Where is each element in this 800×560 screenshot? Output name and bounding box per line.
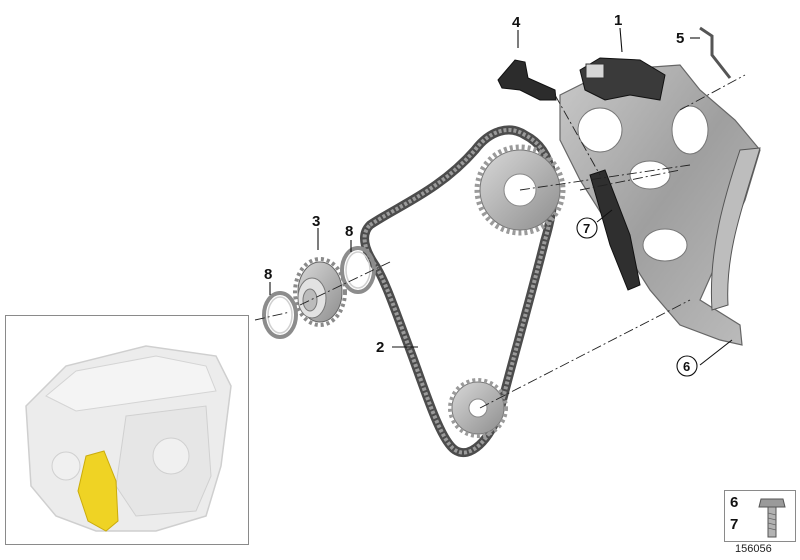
callout-7: 7	[583, 221, 590, 236]
diagram-id: 156056	[735, 543, 772, 555]
leader-lines	[269, 27, 733, 366]
timing-chain	[360, 125, 558, 457]
callout-5: 5	[676, 30, 684, 47]
assembly-axis-lines	[254, 74, 746, 409]
callout-4: 4	[512, 14, 521, 31]
callout-7-circle	[576, 217, 598, 239]
chain-guide-assembly	[559, 57, 761, 346]
engine-illustration	[25, 345, 232, 532]
callout-8-left: 8	[264, 266, 272, 283]
bolt-icon	[758, 498, 786, 538]
callout-6: 6	[683, 359, 690, 374]
engine-location-inset	[5, 315, 249, 545]
circlip-8-right	[340, 246, 376, 294]
bolt-legend-box: 6 7	[724, 490, 796, 542]
sprocket-3	[293, 257, 347, 327]
highlight-timing-area	[77, 450, 119, 532]
circlip-8-left	[262, 291, 298, 339]
callout-2: 2	[376, 339, 384, 356]
pin-5	[699, 26, 732, 79]
callout-3: 3	[312, 213, 320, 230]
callout-8-right: 8	[345, 223, 353, 240]
callout-6-circle	[676, 355, 698, 377]
tensioner-plug-4	[497, 59, 557, 101]
legend-number-bottom: 7	[730, 516, 739, 533]
crankshaft-sprocket	[448, 378, 508, 438]
callout-1: 1	[614, 12, 622, 29]
legend-number-top: 6	[730, 494, 739, 511]
